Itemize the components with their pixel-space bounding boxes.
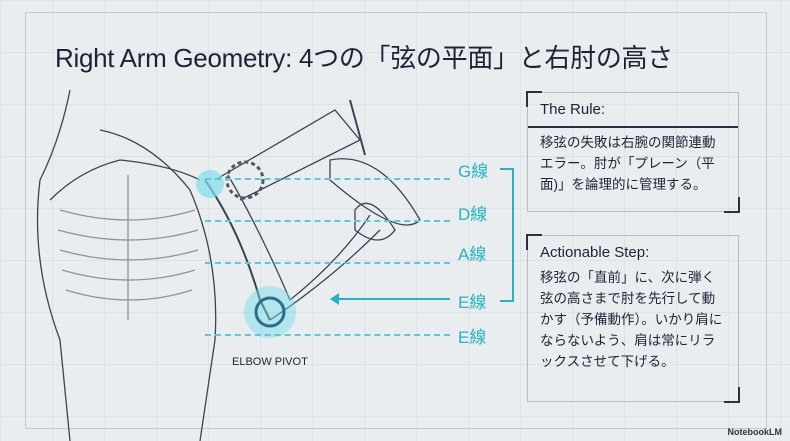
- elbow-pivot-label: ELBOW PIVOT: [232, 356, 308, 368]
- e-string-label-elbow: E線: [458, 293, 487, 312]
- a-string-line: [205, 262, 450, 264]
- e-string-line: [205, 334, 450, 336]
- action-box: Actionable Step: 移弦の「直前」に、次に弾く弦の高さまで肘を先行…: [526, 234, 740, 403]
- blueprint-frame: [25, 12, 767, 429]
- rule-text: 移弦の失敗は右腕の関節連動エラー。肘が「プレーン（平面)」を論理的に管理する。: [540, 135, 716, 192]
- g-string-label: G線: [458, 162, 489, 181]
- arrow-head-icon: [330, 293, 339, 305]
- notebooklm-watermark: NotebookLM: [727, 427, 783, 437]
- action-heading: Actionable Step:: [540, 244, 650, 261]
- elbow-arrow: [335, 298, 450, 300]
- rule-heading: The Rule:: [528, 93, 738, 128]
- a-string-label: A線: [458, 245, 487, 264]
- rule-box: The Rule: 移弦の失敗は右腕の関節連動エラー。肘が「プレーン（平面)」を…: [526, 91, 740, 213]
- d-string-line: [205, 220, 450, 222]
- page-title: Right Arm Geometry: 4つの「弦の平面」と右肘の高さ: [55, 43, 673, 73]
- e-string-label: E線: [458, 328, 487, 347]
- arm-illustration: [36, 89, 421, 441]
- g-string-line: [205, 178, 450, 180]
- action-text: 移弦の「直前」に、次に弾く弦の高さまで肘を先行して動かす（予備動作）。いかり肩に…: [540, 270, 723, 369]
- d-string-label: D線: [458, 205, 488, 224]
- bracket: [500, 168, 514, 302]
